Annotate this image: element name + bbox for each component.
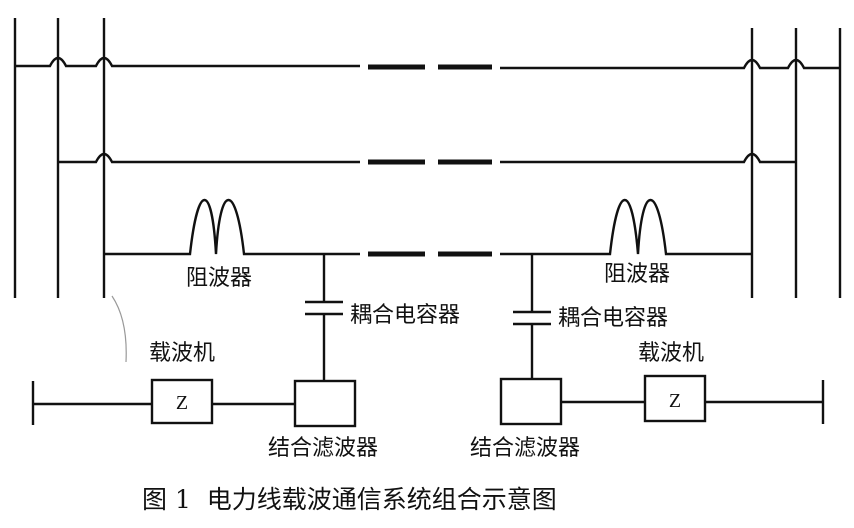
coupling-cap-left-label: 耦合电容器 [350,303,460,328]
phase-line-2-left [58,152,360,164]
phase-line-3-right [500,199,752,256]
coupling-cap-right-label: 耦合电容器 [558,306,668,331]
phase-line-1-left [15,56,360,68]
right-carrier-box [643,374,707,423]
carrier-right-label: 载波机 [638,341,704,366]
left-coupling-filter-box [293,379,357,428]
carrier-box-left-label: Z [176,392,188,414]
figure-caption: 图 1 电力线载波通信系统组合示意图 [142,485,557,514]
phase-line-1-right [500,58,840,70]
faint-arc-stroke [111,295,127,363]
carrier-box-right-label: Z [669,390,681,412]
wave-trap-left-label: 阻波器 [186,266,252,291]
wave-trap-right-label: 阻波器 [604,262,670,287]
phase-line-2-right [500,152,796,164]
left-carrier-box [150,378,214,425]
filter-left-label: 结合滤波器 [268,436,378,461]
right-coupling-filter-box [499,377,563,426]
phase-line-3-left [104,199,360,256]
filter-right-label: 结合滤波器 [470,436,580,461]
carrier-left-label: 载波机 [149,341,215,366]
